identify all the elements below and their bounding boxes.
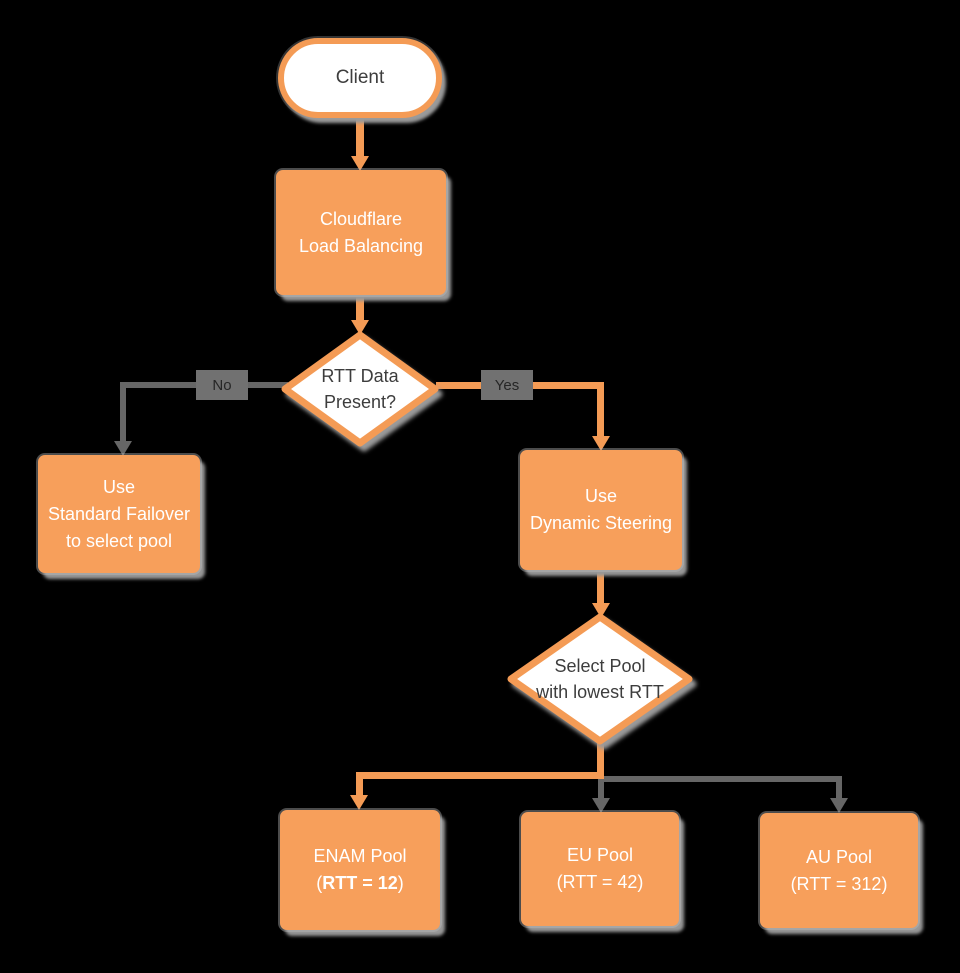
node-failover-line2: Standard Failover	[47, 503, 191, 524]
node-rtt-label: RTT Data Present?	[280, 330, 440, 448]
edge-select-to-eu-vertical	[598, 776, 604, 802]
edge-no-vertical	[120, 382, 126, 442]
node-eu-pool: EU Pool (RTT = 42)	[521, 812, 679, 926]
edge-client-to-lb	[356, 112, 364, 158]
node-select-pool: Select Pool with lowest RTT	[506, 612, 694, 746]
edge-lb-to-rtt	[356, 293, 364, 323]
arrowhead-eu-branch	[592, 798, 610, 813]
node-dyn-line1: Use	[584, 486, 617, 506]
arrowhead-yes-branch	[592, 436, 610, 451]
node-enam-rtt-value: RTT = 12	[322, 873, 398, 893]
edge-select-to-au-vertical	[836, 776, 842, 802]
node-rtt-line2: Present?	[323, 392, 397, 412]
arrowhead-no-branch	[114, 441, 132, 456]
node-enam-line2: (RTT = 12)	[316, 870, 404, 897]
arrowhead-client-to-lb	[351, 156, 369, 171]
node-client: Client	[278, 38, 442, 118]
select-pool-diamond-shape	[507, 613, 693, 745]
node-enam-pool: ENAM Pool (RTT = 12)	[280, 810, 440, 930]
node-failover-line1: Use	[102, 476, 135, 497]
node-enam-line1: ENAM Pool	[313, 846, 407, 866]
edge-dyn-to-select	[597, 568, 604, 606]
node-au-pool: AU Pool (RTT = 312)	[760, 813, 918, 928]
node-dynamic-steering: Use Dynamic Steering	[520, 450, 682, 570]
node-enam-paren-open: (	[316, 873, 323, 893]
node-select-pool-line1: Select Pool	[554, 655, 646, 676]
node-client-label: Client	[335, 67, 385, 88]
node-eu-line2: (RTT = 42)	[556, 872, 644, 892]
node-standard-failover: Use Standard Failover to select pool	[38, 455, 200, 573]
node-load-balancer: Cloudflare Load Balancing	[276, 170, 446, 295]
edge-label-yes: Yes	[481, 370, 533, 400]
rtt-diamond-shape	[281, 331, 439, 447]
arrowhead-au-branch	[830, 798, 848, 813]
node-au-line1: AU Pool	[805, 846, 873, 867]
edge-select-to-enam-drop	[356, 772, 363, 798]
edge-select-to-enam-vertical	[597, 740, 604, 779]
node-rtt-line1: RTT Data	[321, 365, 399, 386]
arrowhead-lb-to-rtt	[351, 320, 369, 335]
node-rtt-decision: RTT Data Present?	[280, 330, 440, 448]
arrowhead-enam-branch	[350, 795, 368, 810]
node-au-line2: (RTT = 312)	[790, 873, 888, 894]
node-failover-line3: to select pool	[65, 530, 173, 551]
edge-select-to-au-horizontal	[598, 776, 842, 782]
node-dyn-line2: Dynamic Steering	[529, 513, 673, 533]
node-select-pool-label: Select Pool with lowest RTT	[506, 612, 694, 746]
edge-label-no: No	[196, 370, 248, 400]
edge-yes-vertical	[597, 382, 604, 438]
node-enam-paren-close: )	[397, 873, 404, 893]
edge-select-to-enam-horizontal	[356, 772, 604, 779]
node-lb-line2: Load Balancing	[298, 235, 424, 256]
node-lb-line1: Cloudflare	[319, 208, 403, 229]
node-select-pool-line2: with lowest RTT	[536, 682, 664, 702]
arrowhead-dyn-to-select	[592, 603, 610, 618]
node-eu-line1: EU Pool	[566, 845, 634, 865]
